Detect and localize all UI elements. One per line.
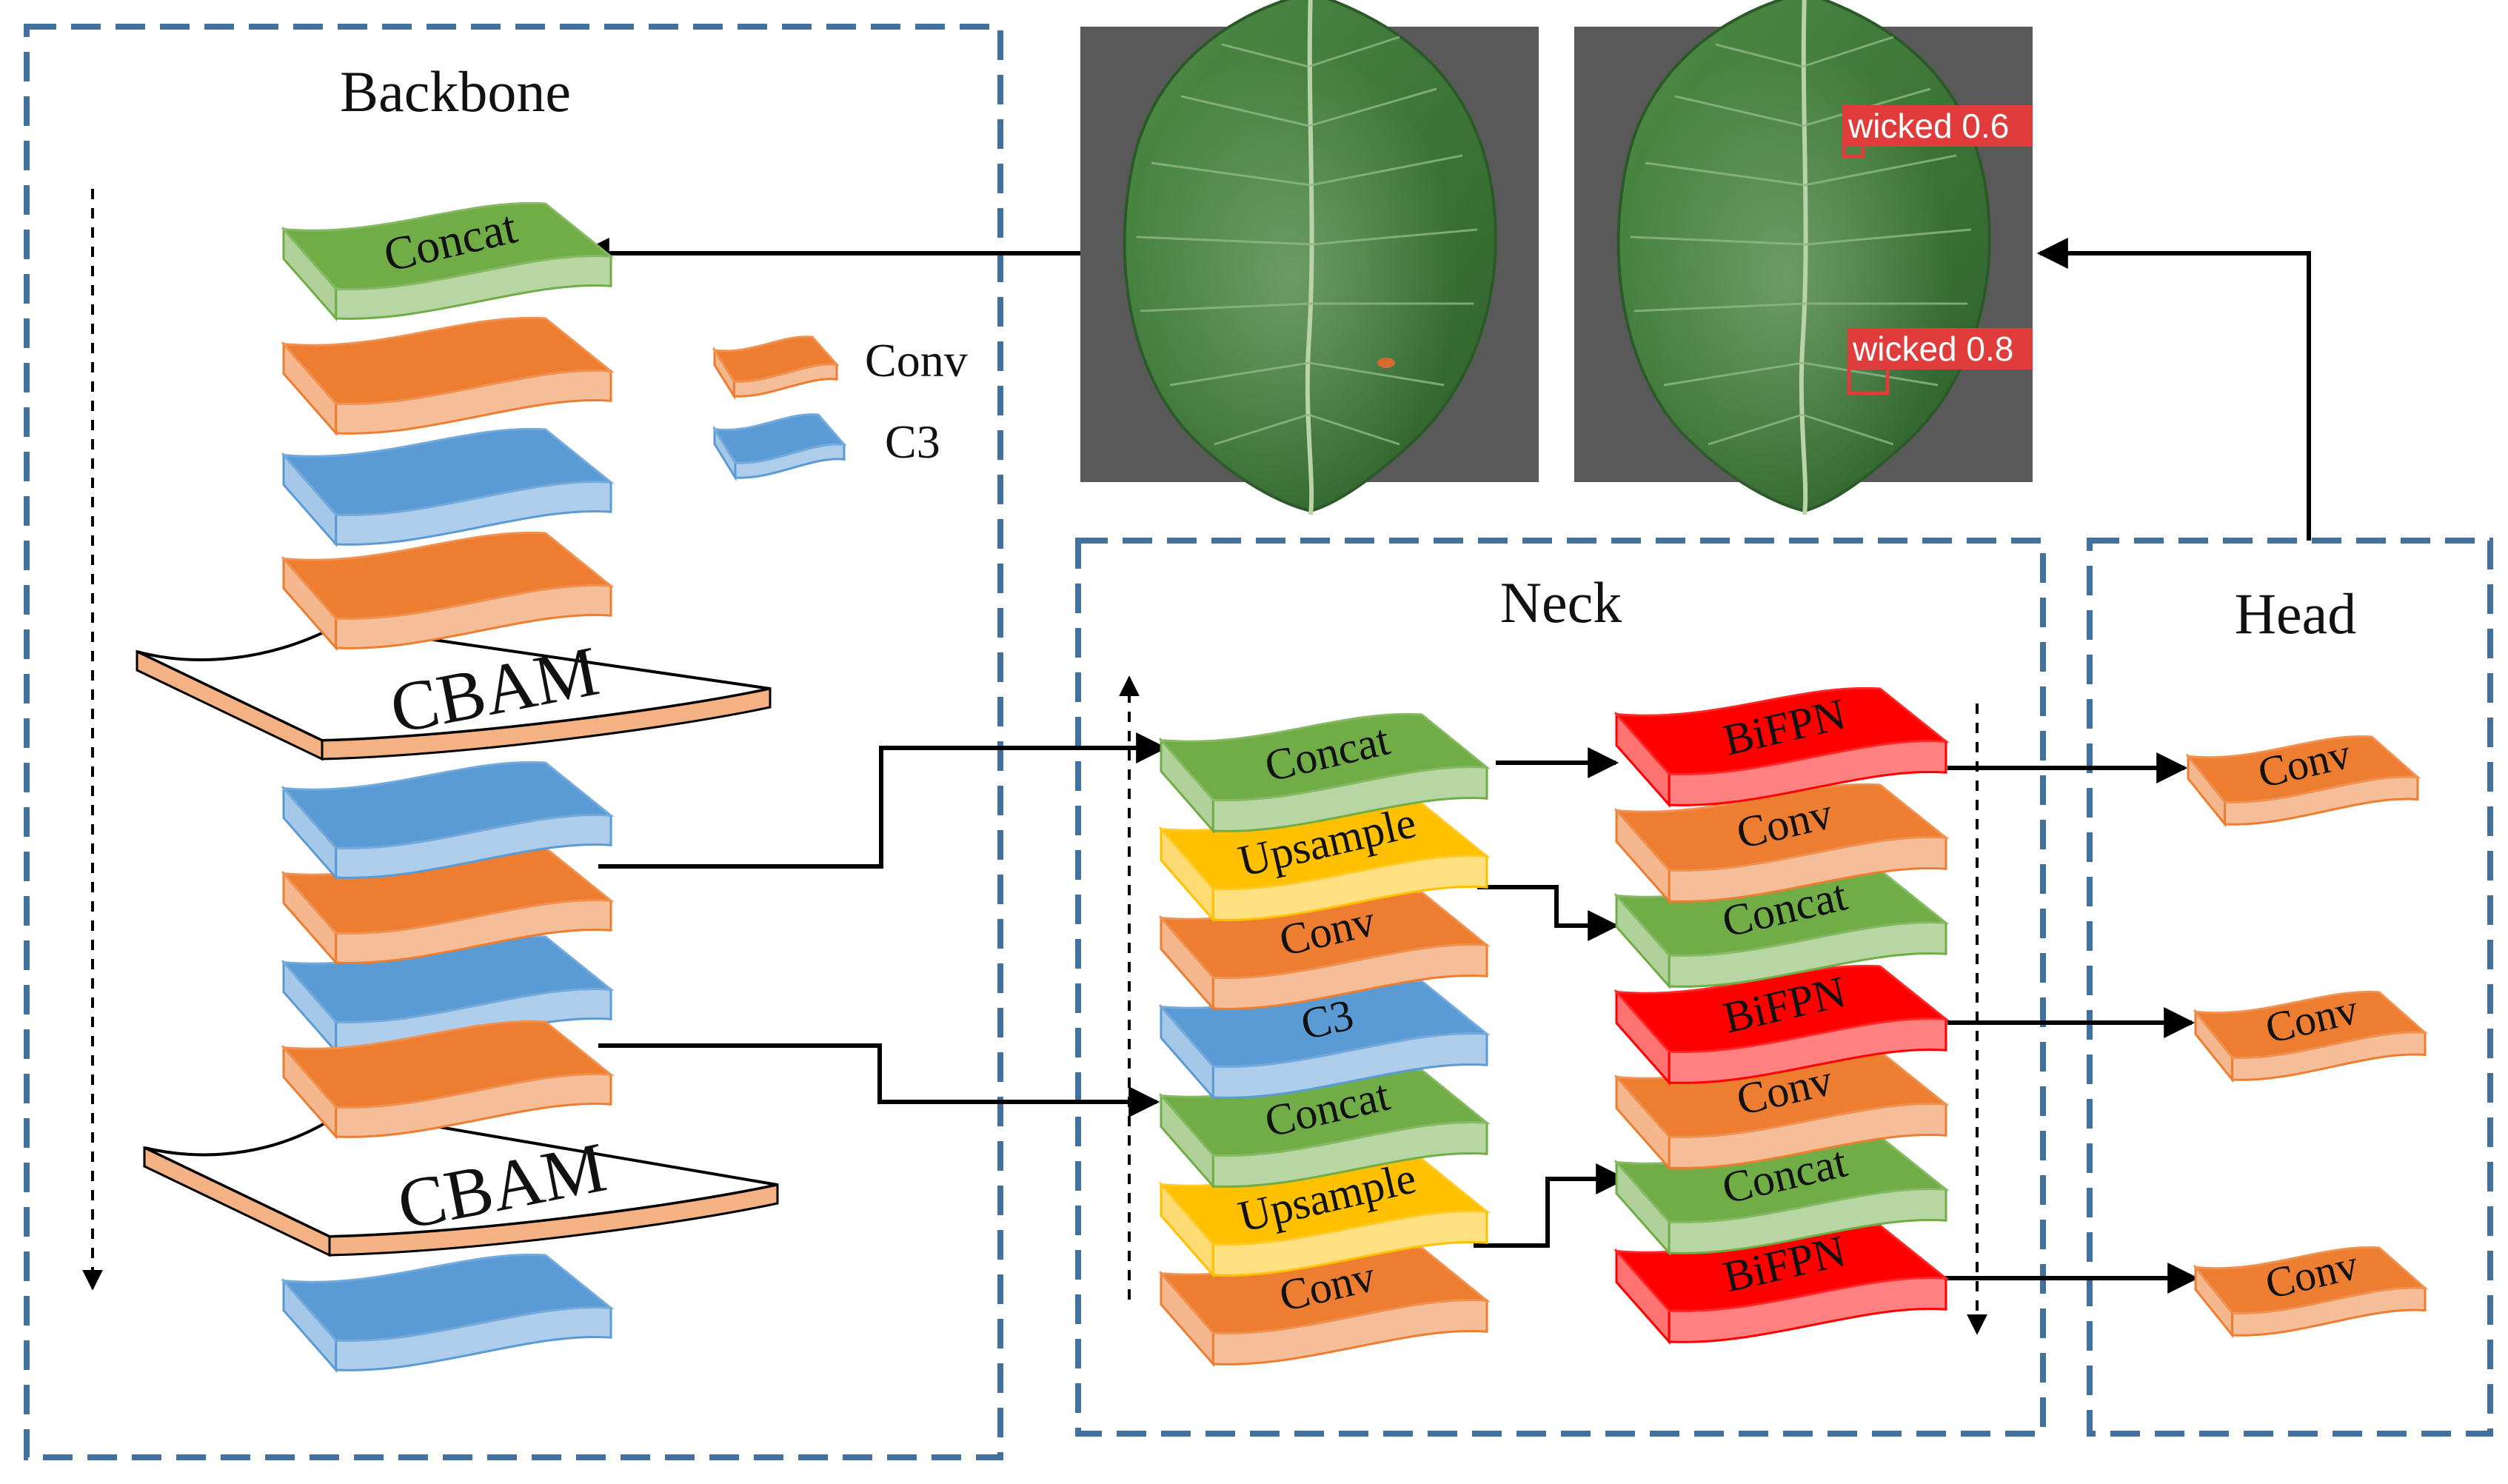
detection-label-1: wicked 0.6	[1847, 107, 2009, 145]
backbone-c3-9-face	[281, 1253, 615, 1342]
arrow-backbone-p3-to-neck	[598, 1043, 1160, 1117]
legend-c3-swatch	[712, 413, 847, 482]
backbone-frame	[24, 24, 1003, 1460]
layer-tiles: Concat	[281, 200, 615, 1373]
backbone-conv-2	[281, 316, 615, 436]
detection-label-2: wicked 0.8	[1852, 330, 2013, 368]
head-output-2-face	[2193, 991, 2429, 1059]
backbone-conv-4-face	[281, 531, 615, 620]
head-frame	[2087, 538, 2493, 1437]
connectors	[578, 238, 2311, 1294]
backbone-c3-3-face	[281, 427, 615, 516]
backbone-conv-8	[281, 1020, 615, 1140]
backbone-c3-9	[281, 1253, 615, 1373]
neck-right-layer-4-face	[1614, 964, 1950, 1053]
backbone-concat-1-face	[281, 201, 615, 290]
detection-output-image: wicked 0.6 wicked 0.8	[1574, 0, 2033, 515]
backbone-conv-6	[281, 846, 615, 966]
legend-conv-swatch-face	[712, 335, 840, 383]
head-output-3: Conv	[2193, 1240, 2429, 1339]
neck-left-layer-7: Conv	[1158, 1246, 1491, 1367]
arrow-head-to-output	[2036, 238, 2311, 541]
backbone-c3-5	[281, 761, 615, 880]
flow-direction-arrows	[82, 189, 1987, 1335]
detection-label-bg-1	[1842, 105, 2033, 147]
input-image	[1080, 0, 1539, 515]
neck-left-layer-1: Concat	[1158, 712, 1491, 834]
cbam-block-lower: CBAM	[143, 1109, 779, 1257]
legend-conv-label: Conv	[865, 334, 968, 387]
layer-tiles-front: ConvUpsampleConcatC3ConvUpsampleConcatBi…	[281, 335, 2429, 1367]
neck-left-layer-1-face	[1158, 712, 1491, 801]
legend-conv-swatch	[712, 335, 840, 401]
neck-frame	[1075, 538, 2046, 1437]
neck-right-layer-1-face	[1614, 686, 1950, 775]
neck-right-layer-1: BiFPN	[1614, 686, 1950, 808]
detection-label-bg-2	[1847, 328, 2033, 370]
backbone-concat-1: Concat	[281, 200, 615, 321]
backbone-conv-2-face	[281, 316, 615, 405]
backbone-title: Backbone	[340, 59, 571, 124]
neck-right-layer-2-face	[1614, 783, 1950, 872]
head-output-3-face	[2193, 1246, 2429, 1314]
arrow-conv-to-concat	[1474, 1163, 1628, 1248]
backbone-conv-4	[281, 531, 615, 651]
head-output-1: Conv	[2185, 729, 2421, 828]
backbone-c3-3	[281, 427, 615, 547]
arrow-upsample-to-concat	[1477, 885, 1619, 941]
cbam-block-upper: CBAM	[136, 624, 772, 761]
head-title: Head	[2235, 581, 2357, 646]
backbone-c3-7	[281, 935, 615, 1054]
leaf-lesion-spot	[1377, 358, 1395, 368]
head-output-1-face	[2185, 735, 2421, 803]
head-output-2: Conv	[2193, 985, 2429, 1083]
legend-c3-swatch-face	[712, 413, 847, 464]
arrow-backbone-p4-to-neck	[598, 732, 1168, 869]
backbone-c3-5-face	[281, 761, 615, 849]
neck-right-layer-7: BiFPN	[1614, 1223, 1950, 1345]
neck-title: Neck	[1500, 570, 1622, 635]
legend-c3-label: C3	[885, 415, 940, 468]
backbone-conv-8-face	[281, 1020, 615, 1109]
